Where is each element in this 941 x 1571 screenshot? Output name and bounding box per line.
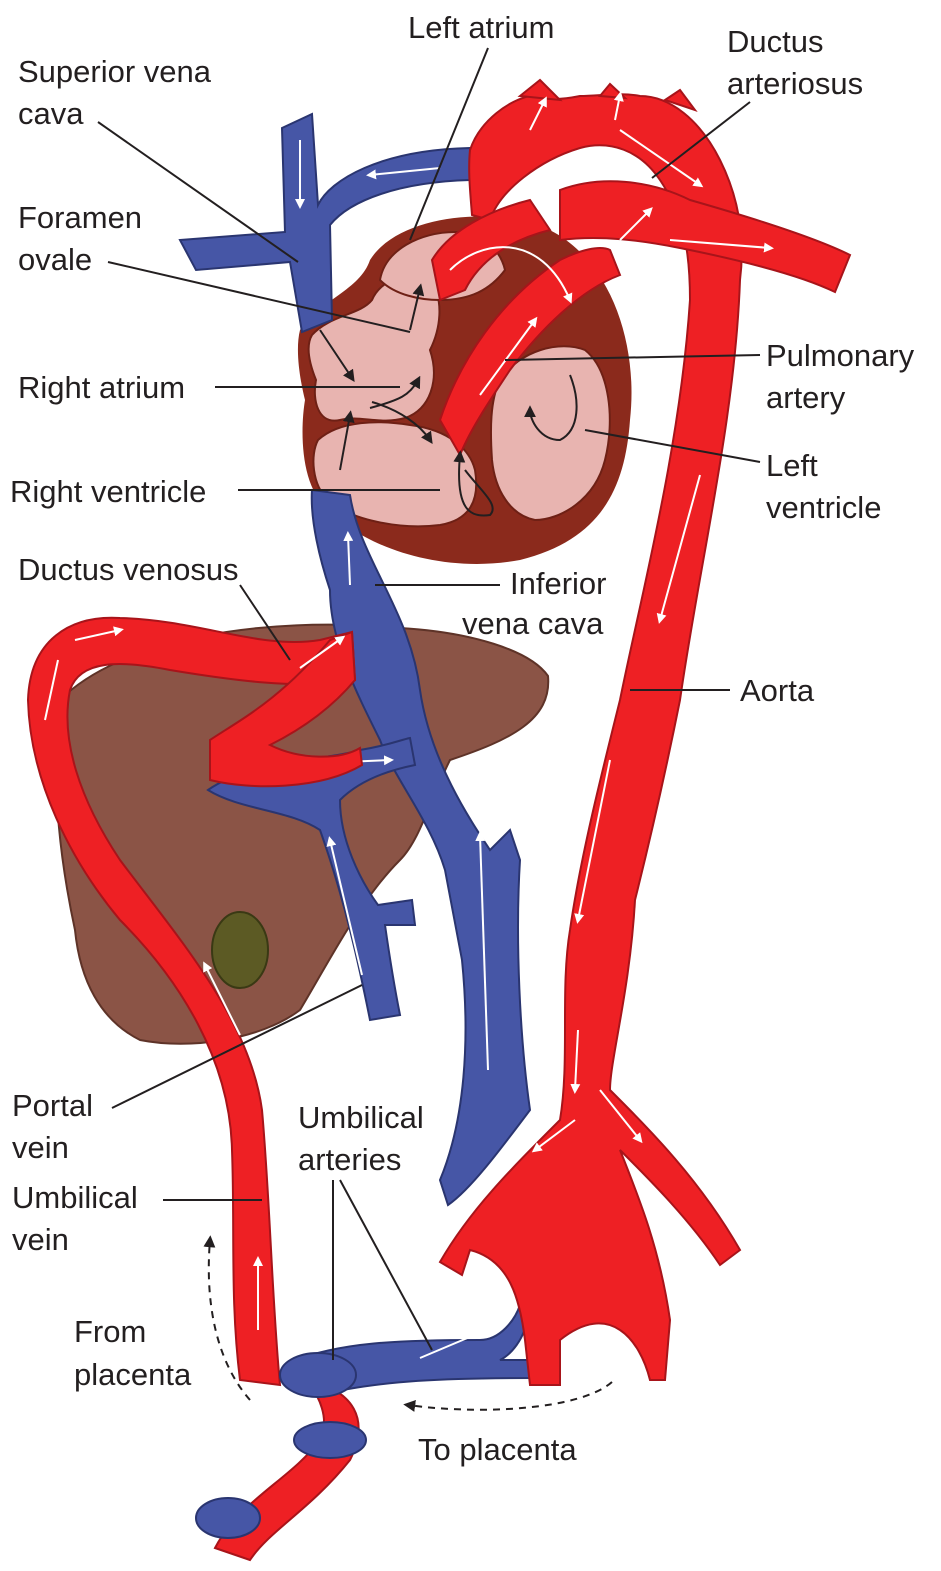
- aortic-arch-branches: [517, 78, 698, 131]
- ductus-venosus-vessel: [209, 630, 364, 788]
- label-foramen-ovale: Foramen ovale: [18, 200, 151, 277]
- heart-flow-arrows: [319, 283, 578, 517]
- label-right-ventricle: Right ventricle: [10, 474, 206, 509]
- ductus-arteriosus-vessel: [559, 180, 852, 294]
- superior-vena-cava: [178, 112, 471, 334]
- left-ventricle-chamber: [489, 345, 611, 522]
- label-from-placenta: From placenta: [74, 1314, 192, 1392]
- pulmonary-artery-vessel: [438, 247, 622, 458]
- right-atrium-chamber: [307, 274, 441, 422]
- label-pulmonary-artery: Pulmonary artery: [766, 338, 923, 415]
- labels: Left atrium Ductus arteriosus Superior v…: [10, 10, 923, 1467]
- label-to-placenta: To placenta: [418, 1432, 577, 1467]
- label-umbilical-vein: Umbilical vein: [12, 1180, 146, 1257]
- label-ductus-arteriosus: Ductus arteriosus: [727, 24, 863, 101]
- aortic-root: [430, 198, 573, 304]
- label-left-ventricle: Left ventricle: [766, 448, 881, 525]
- gallbladder: [211, 911, 269, 989]
- label-aorta: Aorta: [740, 673, 815, 708]
- leader-lines: [97, 47, 761, 1412]
- label-superior-vena-cava: Superior vena cava: [18, 54, 220, 131]
- label-portal-vein: Portal vein: [12, 1088, 102, 1165]
- label-left-atrium: Left atrium: [408, 10, 554, 45]
- label-umbilical-arteries: Umbilical arteries: [298, 1100, 432, 1177]
- label-right-atrium: Right atrium: [18, 370, 185, 405]
- label-ductus-venosus: Ductus venosus: [18, 552, 239, 587]
- umbilical-cord: [195, 1352, 367, 1562]
- label-inferior-vena-cava: Inferior vena cava: [462, 566, 615, 641]
